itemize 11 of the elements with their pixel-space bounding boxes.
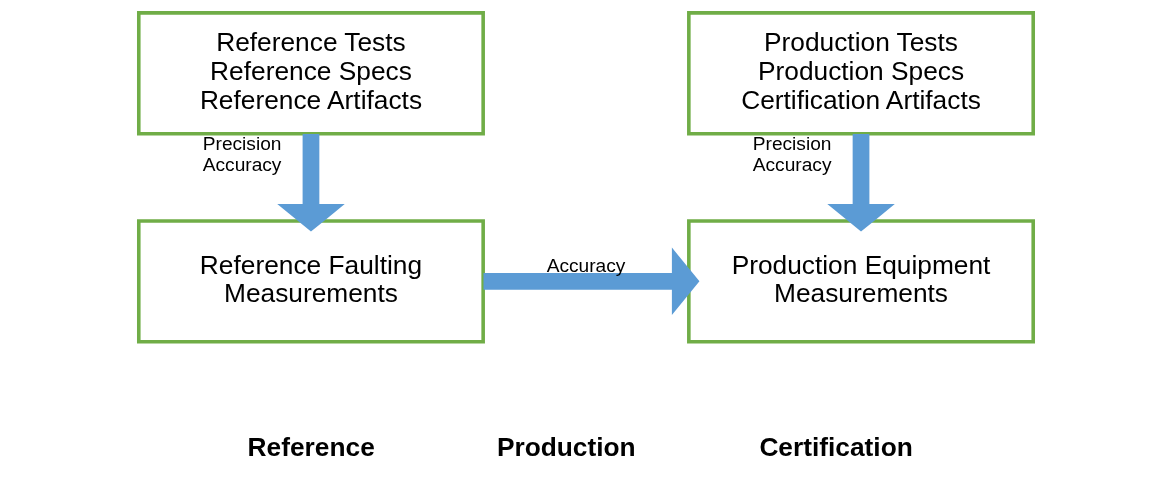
node-box: Production Tests Production Specs Certification Artifacts [686, 11, 1035, 136]
label: Production [496, 432, 636, 463]
edge-label: Accuracy [546, 254, 625, 276]
node-box: Production Equipment Measurements [686, 219, 1035, 344]
label: Certification [758, 432, 913, 463]
node-box: Reference Tests Reference Specs Reference Artifacts [136, 11, 485, 136]
node-box: Reference Faulting Measurements [136, 219, 485, 344]
arrow [483, 247, 699, 316]
arrow [826, 134, 895, 232]
label: Reference [247, 432, 375, 463]
arrow [276, 134, 345, 232]
